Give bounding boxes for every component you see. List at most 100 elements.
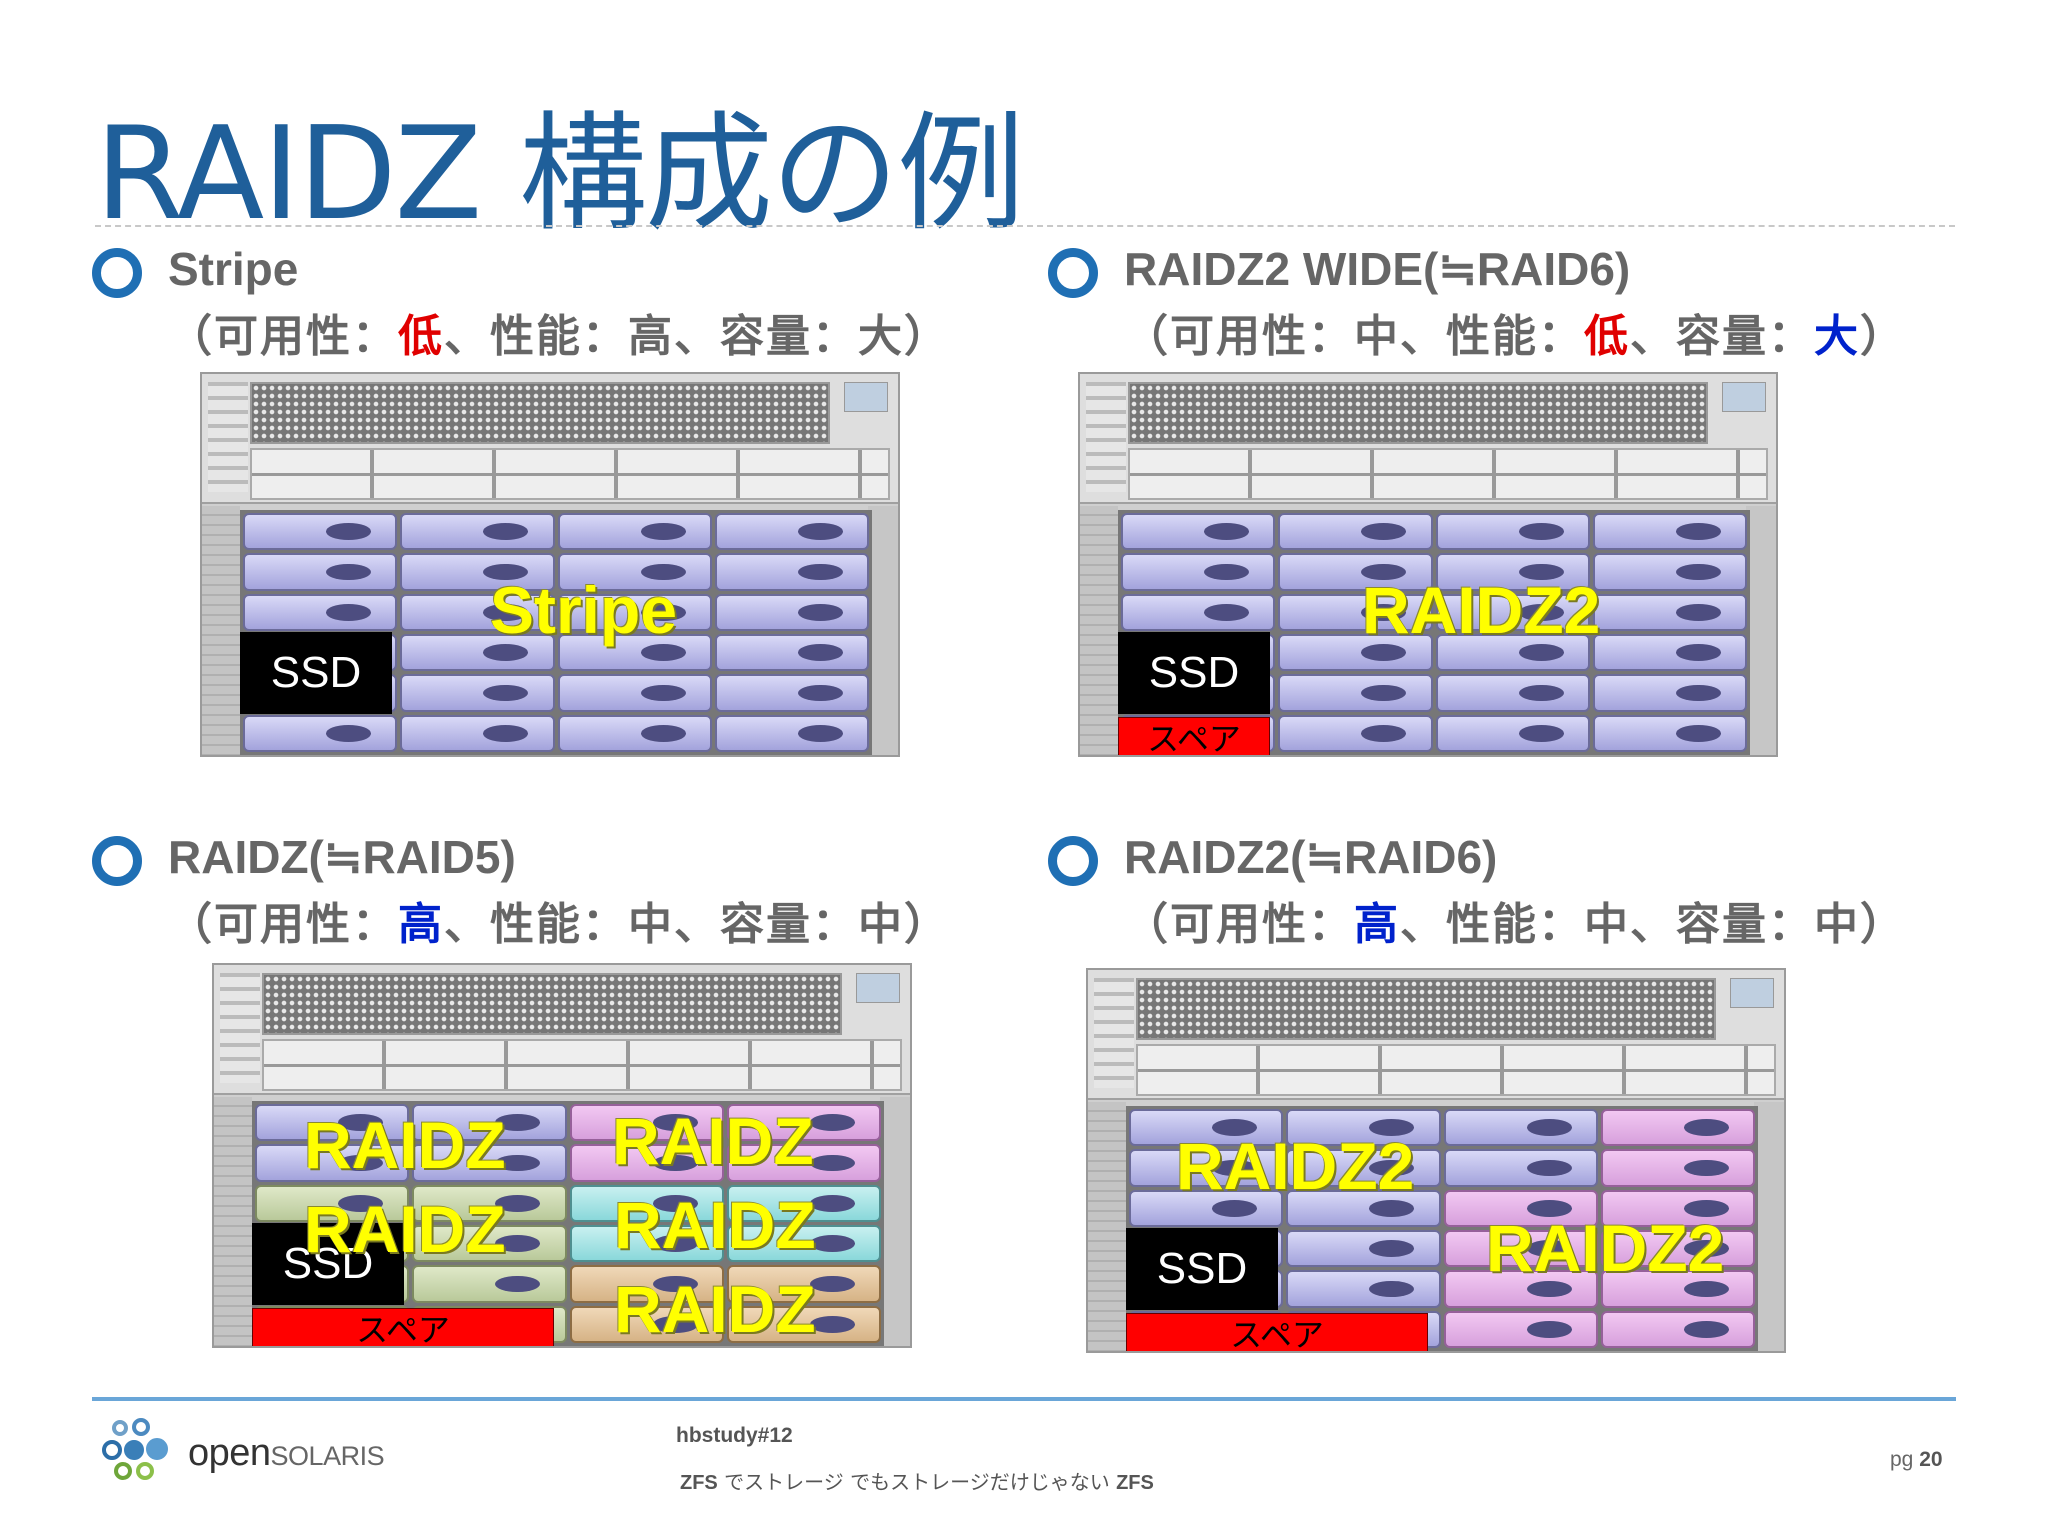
section-attributes: （可用性：中、性能：低、容量：大） xyxy=(1124,300,1906,364)
logo-wordmark: opensolaris xyxy=(188,1432,385,1474)
section-attributes: （可用性：高、性能：中、容量：中） xyxy=(1124,888,1906,952)
spare-label-box: スペア xyxy=(252,1308,554,1346)
server-side-rail xyxy=(214,1097,252,1346)
drive-tray-icon xyxy=(1592,714,1747,752)
footer-divider xyxy=(92,1397,1956,1401)
section-name: RAIDZ2 WIDE(≒RAID6) xyxy=(1124,243,1631,295)
drive-tray-icon xyxy=(243,714,398,752)
drive-tray-icon xyxy=(1286,1270,1441,1308)
server-top-panel xyxy=(202,374,898,504)
drive-tray-icon xyxy=(1286,1189,1441,1227)
drive-tray-icon xyxy=(255,1104,410,1142)
drive-tray-icon xyxy=(726,1265,881,1303)
drive-tray-icon xyxy=(1600,1149,1755,1187)
pool-label: RAIDZ2 xyxy=(1176,1129,1415,1203)
drive-tray-icon xyxy=(1443,1149,1598,1187)
drive-grid xyxy=(1126,1106,1758,1351)
pool-label: Stripe xyxy=(490,573,678,647)
drive-tray-icon xyxy=(1592,513,1747,551)
drive-tray-icon xyxy=(412,1184,567,1222)
attribute-segment: （可用性： xyxy=(168,899,398,950)
circle-bullet-icon xyxy=(1048,836,1098,886)
io-slots xyxy=(262,1039,902,1091)
drive-tray-icon xyxy=(400,633,555,672)
ssd-label-box: SSD xyxy=(240,632,392,714)
attribute-segment: 低 xyxy=(1584,311,1630,362)
attribute-segment: （可用性： xyxy=(1124,899,1354,950)
drive-tray-icon xyxy=(726,1144,881,1182)
drive-tray-icon xyxy=(1600,1229,1755,1268)
drive-tray-icon xyxy=(1435,553,1590,591)
drive-tray-icon xyxy=(243,513,398,551)
drive-tray-icon xyxy=(1592,674,1747,712)
status-leds xyxy=(1086,382,1126,492)
drive-tray-icon xyxy=(569,1305,724,1343)
io-slots xyxy=(1136,1044,1776,1096)
drive-tray-icon xyxy=(557,553,712,591)
drive-tray-icon xyxy=(726,1305,881,1343)
drive-tray-icon xyxy=(569,1184,724,1222)
drive-tray-icon xyxy=(1129,1149,1284,1187)
server-top-panel xyxy=(1080,374,1776,504)
drive-tray-icon xyxy=(557,674,712,712)
server-side-rail-right xyxy=(868,506,898,755)
section-name: Stripe xyxy=(168,243,299,295)
attribute-segment: 、性能：高、容量：大） xyxy=(444,311,950,362)
vent-grille xyxy=(1128,382,1708,444)
drive-tray-icon xyxy=(255,1144,410,1182)
drive-tray-icon xyxy=(1278,553,1433,591)
drive-tray-icon xyxy=(714,513,869,551)
drive-tray-icon xyxy=(557,593,712,631)
drive-tray-icon xyxy=(569,1265,724,1303)
server-illustration-stripe: SSD Stripe xyxy=(200,372,900,757)
drive-tray-icon xyxy=(400,553,555,591)
status-leds xyxy=(1094,978,1134,1088)
sun-logo-badge xyxy=(844,382,888,412)
circle-bullet-icon xyxy=(1048,248,1098,298)
drive-tray-icon xyxy=(400,674,555,712)
pool-label: RAIDZ2 xyxy=(1486,1211,1725,1285)
slide-title: RAIDZ 構成の例 xyxy=(95,100,1025,249)
opensolaris-logo: opensolaris xyxy=(102,1418,402,1484)
drive-tray-icon xyxy=(726,1104,881,1142)
drive-tray-icon xyxy=(1600,1310,1755,1348)
drive-tray-icon xyxy=(557,513,712,551)
attribute-segment: 、容量： xyxy=(1630,311,1814,362)
attribute-segment: 大 xyxy=(1814,311,1860,362)
drive-tray-icon xyxy=(1286,1229,1441,1268)
section-name: RAIDZ(≒RAID5) xyxy=(168,831,516,883)
drive-tray-icon xyxy=(1129,1189,1284,1227)
status-leds xyxy=(220,973,260,1083)
drive-tray-icon xyxy=(557,633,712,672)
drive-tray-icon xyxy=(255,1184,410,1222)
event-name: hbstudy#12 xyxy=(676,1424,793,1447)
server-illustration-raidz2: SSD スペア RAIDZ2 RAIDZ2 xyxy=(1086,968,1786,1353)
drive-tray-icon xyxy=(714,714,869,752)
vent-grille xyxy=(250,382,830,444)
drive-tray-icon xyxy=(1121,593,1276,631)
drive-tray-icon xyxy=(243,593,398,631)
attribute-segment: 、性能：中、容量：中） xyxy=(1400,899,1906,950)
drive-tray-icon xyxy=(1286,1109,1441,1147)
drive-tray-icon xyxy=(1443,1189,1598,1227)
ssd-label-box: SSD xyxy=(1126,1228,1278,1310)
title-divider xyxy=(95,225,1955,227)
drive-tray-icon xyxy=(1435,674,1590,712)
pool-label: RAIDZ xyxy=(304,1192,506,1266)
drive-tray-icon xyxy=(1121,553,1276,591)
drive-tray-icon xyxy=(1443,1270,1598,1308)
sun-logo-badge xyxy=(1730,978,1774,1008)
spare-label-box: スペア xyxy=(1126,1313,1428,1351)
drive-tray-icon xyxy=(412,1265,567,1303)
section-attributes: （可用性：高、性能：中、容量：中） xyxy=(168,888,950,952)
pool-label: RAIDZ xyxy=(304,1108,506,1182)
drive-tray-icon xyxy=(243,553,398,591)
drive-tray-icon xyxy=(1600,1270,1755,1308)
drive-tray-icon xyxy=(400,593,555,631)
server-side-rail xyxy=(1088,1102,1126,1351)
vent-grille xyxy=(262,973,842,1035)
attribute-segment: （可用性： xyxy=(168,311,398,362)
server-side-rail xyxy=(202,506,240,755)
drive-tray-icon xyxy=(714,674,869,712)
drive-tray-icon xyxy=(557,714,712,752)
